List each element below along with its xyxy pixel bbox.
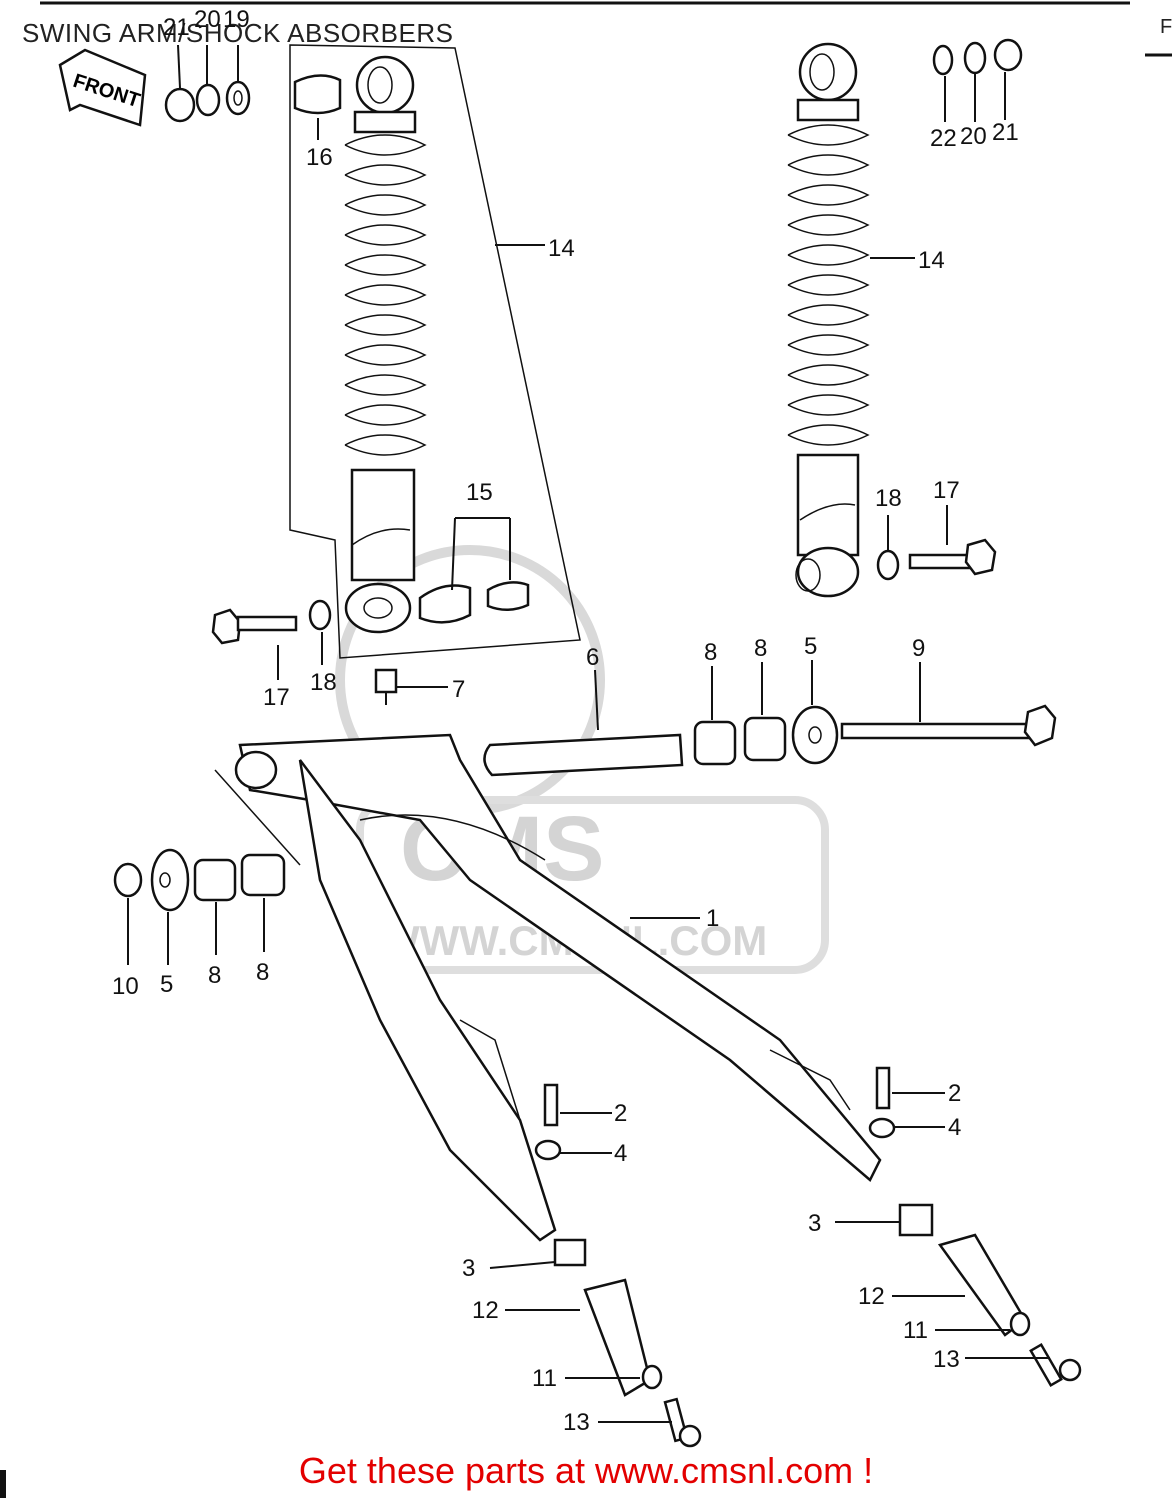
chain-adjuster-right <box>898 1203 1082 1388</box>
callout-8-d: 8 <box>256 959 269 986</box>
shock-panel-outline <box>289 44 581 659</box>
pivot-bolt-9 <box>840 704 1057 747</box>
callout-3-right: 3 <box>808 1210 821 1237</box>
collar-15a <box>418 584 472 624</box>
callout-4-right: 4 <box>948 1114 961 1141</box>
callout-21: 21 <box>163 14 190 41</box>
bushing-16 <box>293 74 342 115</box>
page-code: F <box>1160 16 1172 38</box>
callout-15: 15 <box>466 479 493 506</box>
callout-16: 16 <box>306 144 333 171</box>
callout-10: 10 <box>112 973 139 1000</box>
callout-11-right: 11 <box>903 1317 928 1344</box>
callout-5-left: 5 <box>160 971 173 998</box>
callout-20-right: 20 <box>960 123 987 150</box>
cap-5-right <box>791 705 839 765</box>
page-title: SWING ARM/SHOCK ABSORBERS <box>22 18 454 48</box>
footer-parts-link[interactable]: Get these parts at www.cmsnl.com ! <box>298 1450 874 1491</box>
callout-20: 20 <box>194 6 221 33</box>
grease-nipple-7 <box>374 668 398 705</box>
callout-2-right: 2 <box>948 1080 961 1107</box>
callout-12-left: 12 <box>472 1297 499 1324</box>
callout-14-right: 14 <box>918 247 945 274</box>
callout-13-left: 13 <box>563 1409 590 1436</box>
callout-19: 19 <box>223 6 250 33</box>
callout-22: 22 <box>930 125 957 152</box>
callout-8-c: 8 <box>208 962 221 989</box>
callout-18-right: 18 <box>875 485 902 512</box>
callout-9: 9 <box>912 635 925 662</box>
bolt-2-left <box>534 1083 562 1161</box>
top-right-nut-washers <box>932 38 1023 76</box>
swing-arm-1 <box>214 733 882 1242</box>
callout-11-left: 11 <box>532 1365 557 1392</box>
left-pivot-hardware <box>113 848 286 912</box>
callout-5-right: 5 <box>804 633 817 660</box>
callout-7: 7 <box>452 676 465 703</box>
callout-6: 6 <box>586 644 599 671</box>
callout-12-right: 12 <box>858 1283 885 1310</box>
top-left-nut-washers <box>164 80 251 123</box>
bolt-17-left <box>211 599 332 645</box>
callout-8-b: 8 <box>754 635 767 662</box>
callout-14-left: 14 <box>548 235 575 262</box>
pivot-tube-6 <box>483 733 684 777</box>
callout-13-right: 13 <box>933 1346 960 1373</box>
callout-2-left: 2 <box>614 1100 627 1127</box>
callout-8-a: 8 <box>704 639 717 666</box>
callout-labels: 21 20 19 16 14 14 22 20 21 15 18 17 17 1… <box>112 6 1019 1436</box>
callout-1: 1 <box>706 905 719 932</box>
callout-3-left: 3 <box>462 1255 475 1282</box>
collar-15b <box>486 581 530 611</box>
bolt-2-right <box>868 1066 896 1139</box>
front-direction-arrow: FRONT <box>58 48 147 127</box>
left-shock-absorber <box>344 55 427 634</box>
callout-17-left: 17 <box>263 684 290 711</box>
callout-17-right: 17 <box>933 477 960 504</box>
callout-21-right: 21 <box>992 119 1019 146</box>
leader-lines <box>127 44 1050 1423</box>
right-shock-absorber <box>787 42 870 598</box>
bearing-8b <box>743 716 787 762</box>
bearing-8a <box>693 720 737 766</box>
bolt-17-right <box>876 538 997 581</box>
left-edge-mark <box>0 1470 6 1498</box>
chain-adjuster-left <box>553 1238 702 1448</box>
callout-18-left: 18 <box>310 669 337 696</box>
callout-4-left: 4 <box>614 1140 627 1167</box>
